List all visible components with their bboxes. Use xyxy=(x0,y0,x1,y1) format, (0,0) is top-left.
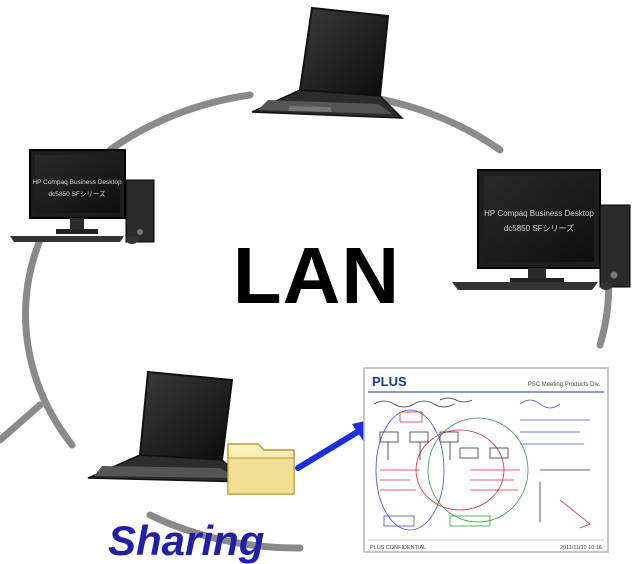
right-monitor-line1: HP Compaq Business Desktop xyxy=(484,209,594,218)
whiteboard-footer-right: 2011/11/10 10:16 xyxy=(560,545,602,551)
whiteboard-brand: PLUS xyxy=(372,374,407,389)
whiteboard-footer-left: PLUS CONFIDENTIAL xyxy=(370,545,426,551)
lan-label: LAN xyxy=(232,231,401,320)
desktop-right: HP Compaq Business Desktop dc5850 SFシリーズ xyxy=(452,169,631,290)
laptop-bottom xyxy=(87,370,251,483)
desktop-computer-icon: HP Compaq Business Desktop dc5850 SFシリーズ xyxy=(10,149,155,244)
desktop-computer-icon: HP Compaq Business Desktop dc5850 SFシリーズ xyxy=(452,169,631,290)
laptop-icon xyxy=(251,6,404,119)
laptop-top xyxy=(251,6,404,119)
left-monitor-line1: HP Compaq Business Desktop xyxy=(32,179,122,186)
bottom-caption: Sharing xyxy=(108,517,265,564)
left-monitor-line2: dc5850 SFシリーズ xyxy=(48,189,106,198)
desktop-left: HP Compaq Business Desktop dc5850 SFシリーズ xyxy=(10,149,155,244)
folder-icon xyxy=(227,443,295,495)
whiteboard-sketch xyxy=(373,397,591,531)
whiteboard-header-right: PSC Meeting Products Div. xyxy=(528,382,601,388)
right-monitor-line2: dc5850 SFシリーズ xyxy=(504,223,574,233)
whiteboard-document-icon: PLUS PSC Meeting Products Div. xyxy=(363,367,609,553)
laptop-icon xyxy=(87,370,251,483)
